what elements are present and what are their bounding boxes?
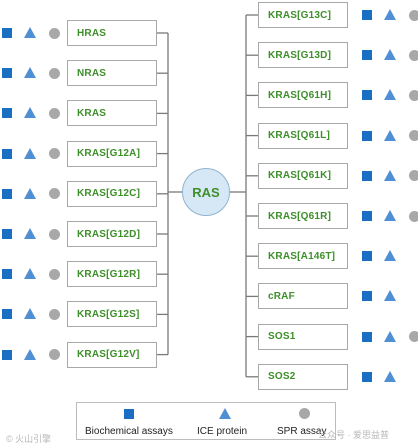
biochemical-square-icon [2,188,12,199]
node-kras-g12r: KRAS[G12R] [67,261,157,288]
node-kras-g12s: KRAS[G12S] [67,301,157,328]
biochemical-square-icon [362,130,372,141]
node-craf: cRAF [258,283,348,310]
node-kras-q61l: KRAS[Q61L] [258,122,348,149]
legend-ice-label: ICE protein [197,426,248,437]
node-kras-g12a: KRAS[G12A] [67,140,157,167]
ice-triangle-icon [384,129,396,141]
biochemical-square-icon [2,309,12,320]
spr-dot-icon [49,268,60,280]
legend-square-icon [124,409,134,419]
ice-triangle-icon [384,169,396,181]
biochemical-square-icon [2,108,12,119]
node-kras-g13c: KRAS[G13C] [258,2,348,28]
spr-dot-icon [49,188,60,200]
spr-dot-icon [49,67,60,79]
node-kras-a146t: KRAS[A146T] [258,243,348,270]
biochemical-square-icon [362,371,372,382]
biochemical-square-icon [2,28,12,38]
ice-triangle-icon [24,268,36,280]
node-kras-q61k: KRAS[Q61K] [258,162,348,189]
spr-dot-icon [49,228,60,240]
watermark-right: 公众号 · 爱思益普 [318,430,389,440]
node-kras-g13d: KRAS[G13D] [258,42,348,69]
biochemical-square-icon [2,349,12,360]
ice-triangle-icon [24,67,36,79]
biochemical-square-icon [362,331,372,342]
spr-dot-icon [49,107,60,119]
node-kras-g12v: KRAS[G12V] [67,341,157,368]
biochemical-square-icon [362,10,372,20]
node-nras: NRAS [67,60,157,87]
node-kras: KRAS [67,100,157,127]
legend-dot-icon [299,408,310,419]
ice-triangle-icon [384,290,396,302]
ice-triangle-icon [24,187,36,199]
ice-triangle-icon [384,250,396,262]
ice-triangle-icon [24,147,36,159]
legend-triangle-icon [219,408,231,419]
legend-biochemical-label: Biochemical assays [85,426,173,437]
biochemical-square-icon [362,291,372,302]
node-hras: HRAS [67,20,157,46]
spr-dot-icon [409,130,418,142]
ice-triangle-icon [384,9,396,20]
spr-dot-icon [409,210,418,222]
biochemical-square-icon [362,50,372,61]
spr-dot-icon [49,27,60,39]
biochemical-square-icon [2,269,12,280]
ras-hub-node: RAS [182,168,230,216]
spr-dot-icon [49,148,60,160]
biochemical-square-icon [362,170,372,181]
biochemical-square-icon [2,229,12,239]
ice-triangle-icon [384,49,396,61]
ice-triangle-icon [384,330,396,342]
spr-dot-icon [409,9,418,21]
biochemical-square-icon [2,68,12,79]
node-kras-q61r: KRAS[Q61R] [258,203,348,229]
ice-triangle-icon [384,89,396,101]
spr-dot-icon [49,349,60,361]
biochemical-square-icon [362,90,372,101]
node-sos1: SOS1 [258,323,348,350]
ice-triangle-icon [384,210,396,221]
biochemical-square-icon [362,211,372,221]
node-kras-q61h: KRAS[Q61H] [258,82,348,109]
hub-label: RAS [192,184,220,200]
ice-triangle-icon [24,228,36,239]
legend-spr-label: SPR assay [277,426,327,437]
node-kras-g12d: KRAS[G12D] [67,221,157,247]
ice-triangle-icon [24,348,36,360]
spr-dot-icon [409,49,418,61]
node-kras-g12c: KRAS[G12C] [67,180,157,207]
spr-dot-icon [409,170,418,182]
spr-dot-icon [409,89,418,101]
node-sos2: SOS2 [258,363,348,390]
spr-dot-icon [49,308,60,320]
watermark-left: © 火山引擎 [6,434,52,444]
ice-triangle-icon [384,370,396,382]
biochemical-square-icon [362,251,372,262]
ice-triangle-icon [24,308,36,320]
biochemical-square-icon [2,148,12,159]
ice-triangle-icon [24,27,36,38]
legend: Biochemical assays ICE protein SPR assay [76,402,336,440]
ice-triangle-icon [24,107,36,119]
spr-dot-icon [409,331,418,343]
